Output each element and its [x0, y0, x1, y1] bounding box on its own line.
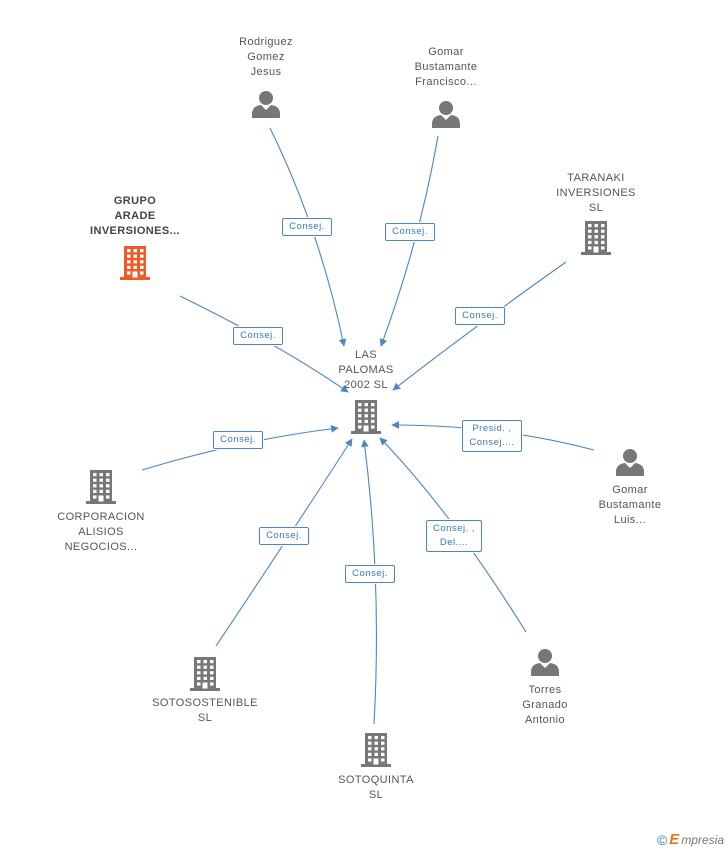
node-label-taranaki[interactable]: TARANAKI INVERSIONES SL [526, 171, 666, 216]
edge-label-line: Consej. , [433, 523, 475, 534]
brand-name: mpresia [681, 832, 724, 847]
node-label-line: GRUPO [113, 195, 157, 207]
node-label-line: PALOMAS [338, 364, 394, 376]
edge-label-line: Consej. [352, 568, 388, 579]
node-label-line: SOTOSOSTENIBLE [152, 697, 258, 709]
node-label-line: Bustamante [598, 499, 662, 511]
node-label-sotosostenible[interactable]: SOTOSOSTENIBLE SL [135, 696, 275, 726]
edge-label-line: Consej. [462, 310, 498, 321]
edge-label-grupo-arade[interactable]: Consej. [233, 327, 283, 345]
node-label-line: LAS [355, 349, 377, 361]
node-label-line: SOTOQUINTA [338, 774, 414, 786]
building-icon[interactable] [190, 657, 220, 696]
building-icon[interactable] [120, 246, 150, 285]
node-label-line: SL [588, 202, 604, 214]
brand-initial: E [669, 831, 680, 848]
node-label-line: NEGOCIOS... [64, 541, 138, 553]
node-label-line: INVERSIONES [556, 187, 636, 199]
node-label-line: ALISIOS [78, 526, 124, 538]
edge-label-line: Del.... [439, 537, 469, 548]
node-label-line: 2002 SL [344, 379, 388, 391]
node-label-line: Antonio [524, 714, 566, 726]
node-label-line: TARANAKI [567, 172, 625, 184]
node-label-line: Francisco... [415, 76, 477, 88]
node-label-line: Jesus [250, 66, 282, 78]
edge-rodriguez [269, 127, 347, 347]
node-label-line: Gomar [612, 484, 648, 496]
person-icon[interactable] [432, 100, 460, 133]
building-icon[interactable] [581, 221, 611, 260]
center-node-label[interactable]: LAS PALOMAS 2002 SL [296, 348, 436, 393]
person-icon[interactable] [252, 90, 280, 123]
node-label-line: SL [197, 712, 213, 724]
node-label-line: Rodriguez [239, 36, 293, 48]
person-icon[interactable] [531, 648, 559, 681]
node-label-corporacion[interactable]: CORPORACION ALISIOS NEGOCIOS... [31, 510, 171, 555]
edge-taranaki [392, 261, 567, 391]
edge-label-torres[interactable]: Consej. , Del.... [426, 520, 482, 552]
edge-label-corporacion[interactable]: Consej. [213, 431, 263, 449]
node-label-sotoquinta[interactable]: SOTOQUINTA SL [306, 773, 446, 803]
building-icon[interactable] [86, 470, 116, 509]
person-icon[interactable] [616, 448, 644, 481]
node-label-line: ARADE [114, 210, 156, 222]
node-label-line: Luis... [613, 514, 647, 526]
edge-label-line: Consej. [266, 530, 302, 541]
edge-label-line: Presid. , [472, 423, 512, 434]
node-label-grupo-arade[interactable]: GRUPO ARADE INVERSIONES... [65, 194, 205, 239]
building-icon[interactable] [351, 400, 381, 439]
edge-gomar-francisco [379, 135, 439, 347]
edge-label-line: Consej. [289, 221, 325, 232]
edge-label-gomar-luis[interactable]: Presid. , Consej.... [462, 420, 522, 452]
edge-label-line: Consej. [240, 330, 276, 341]
building-icon[interactable] [361, 733, 391, 772]
node-label-line: SL [368, 789, 384, 801]
edge-label-taranaki[interactable]: Consej. [455, 307, 505, 325]
edge-label-line: Consej.... [469, 437, 515, 448]
node-label-line: CORPORACION [57, 511, 145, 523]
node-label-line: Granado [522, 699, 568, 711]
edge-label-sotosostenible[interactable]: Consej. [259, 527, 309, 545]
edge-label-gomar-francisco[interactable]: Consej. [385, 223, 435, 241]
edge-label-rodriguez[interactable]: Consej. [282, 218, 332, 236]
node-label-line: Gomez [247, 51, 285, 63]
edge-label-line: Consej. [392, 226, 428, 237]
edge-label-sotoquinta[interactable]: Consej. [345, 565, 395, 583]
edge-label-line: Consej. [220, 434, 256, 445]
node-label-line: Bustamante [414, 61, 478, 73]
node-label-line: INVERSIONES... [90, 225, 180, 237]
node-label-line: Torres [528, 684, 562, 696]
copyright-symbol: © [656, 831, 668, 848]
node-label-line: Gomar [428, 46, 464, 58]
